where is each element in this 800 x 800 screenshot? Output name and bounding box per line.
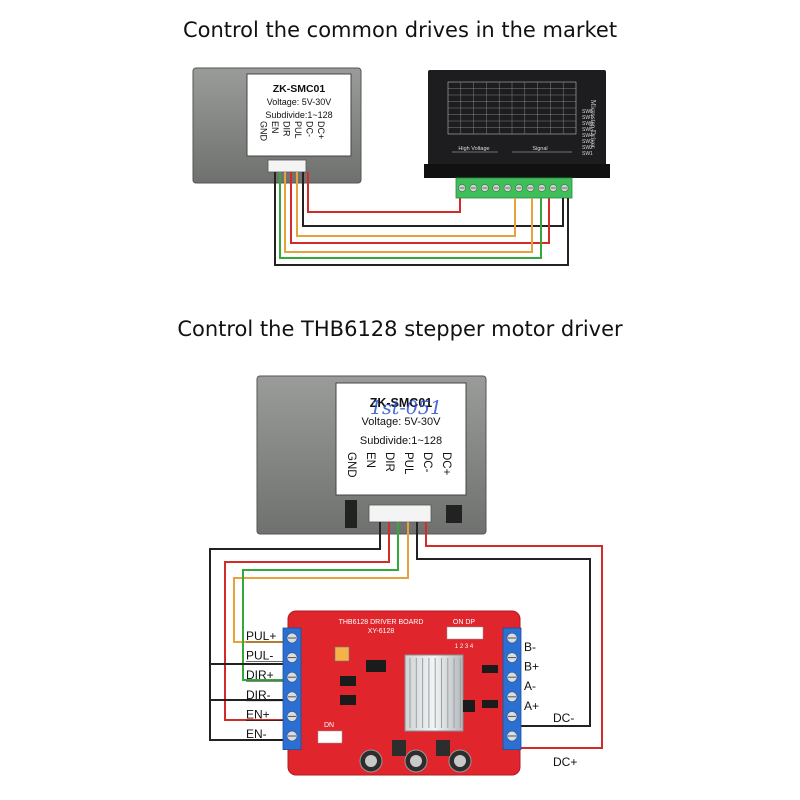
driver-dip-sw1: SW1 bbox=[582, 151, 593, 157]
thb-label-dc-minus: DC- bbox=[553, 711, 574, 725]
thb-label-dc-plus: DC+ bbox=[553, 755, 577, 769]
thb-dip-bottom-label: DN bbox=[324, 722, 334, 729]
top-pin-label-en: EN bbox=[270, 121, 280, 134]
thb-dip-switch-top[interactable] bbox=[446, 626, 484, 640]
bottom-wires bbox=[209, 522, 603, 749]
bottom-controller-label-panel bbox=[335, 382, 467, 496]
driver-dip-sw8: SW8 bbox=[582, 109, 593, 115]
top-pin-label-gnd: GND bbox=[259, 121, 269, 142]
driver-dip-sw7: SW7 bbox=[582, 115, 593, 121]
driver-side-text: Microstep Driver bbox=[589, 100, 597, 149]
wire-top-dcminus bbox=[302, 172, 564, 227]
driver-dip-sw4: SW4 bbox=[582, 133, 593, 139]
thb-dip-top-label: ON DP bbox=[453, 619, 476, 626]
wire-top-return bbox=[274, 172, 569, 266]
thb-board-model: XY-6128 bbox=[368, 628, 395, 635]
wire-top-en bbox=[284, 172, 533, 253]
driver-dip-sw2: SW2 bbox=[582, 145, 593, 151]
driver-dip-sw6: SW6 bbox=[582, 121, 593, 127]
thb-label-dir-plus: DIR+ bbox=[246, 668, 274, 682]
top-controller-connector bbox=[267, 159, 307, 173]
thb-label-dir-minus: DIR- bbox=[246, 688, 271, 702]
top-controller-module: ZK-SMC01 Voltage: 5V-30V Subdivide:1~128… bbox=[192, 67, 362, 184]
driver-signal-label: Signal bbox=[532, 146, 547, 152]
wire-top-dir bbox=[290, 172, 550, 244]
heading-thb6128: Control the THB6128 stepper motor driver bbox=[177, 317, 623, 341]
bottom-pin-label-en: EN bbox=[364, 452, 376, 468]
thb-label-motor-aminus: A- bbox=[524, 679, 536, 693]
wire-top-dcplus bbox=[307, 172, 461, 213]
thb-dip-switch-bottom[interactable] bbox=[317, 730, 343, 744]
thb-board-title: THB6128 DRIVER BOARD bbox=[339, 619, 424, 626]
thb-label-en-plus: EN+ bbox=[246, 707, 270, 721]
bottom-pin-label-dcminus: DC- bbox=[421, 452, 433, 473]
top-controller-label-panel bbox=[246, 73, 352, 157]
wire-bottom-dcplus bbox=[425, 522, 603, 749]
thb-dip-top-numbers: 1 2 3 4 bbox=[455, 644, 474, 650]
thb-label-motor-bplus: B+ bbox=[524, 660, 539, 674]
bottom-controller-voltage: Voltage: 5V-30V bbox=[362, 416, 442, 428]
driver-dip-sw5: SW5 bbox=[582, 127, 593, 133]
heading-common-drives: Control the common drives in the market bbox=[182, 18, 618, 42]
bottom-pin-label-dcplus: DC+ bbox=[440, 452, 452, 476]
top-wires bbox=[274, 172, 569, 266]
thb-label-motor-aplus: A+ bbox=[524, 699, 539, 713]
wire-bottom-dcminus bbox=[416, 522, 591, 727]
wire-bottom-en bbox=[224, 522, 390, 721]
top-controller-model: ZK-SMC01 bbox=[273, 83, 326, 95]
thb6128-driver-board: THB6128 DRIVER BOARD XY-6128 ON DP 1 2 3… bbox=[246, 610, 577, 776]
bottom-pin-label-gnd: GND bbox=[345, 452, 357, 478]
driver-high-voltage-label: High Voltage bbox=[458, 146, 489, 152]
microstep-driver: Microstep Driver SW8SW7SW6SW5SW4SW3SW2SW… bbox=[424, 70, 610, 199]
thb-label-pul-minus: PUL- bbox=[246, 649, 273, 663]
bottom-controller-subdivide: Subdivide:1~128 bbox=[360, 435, 442, 447]
bottom-pin-label-dir: DIR bbox=[383, 452, 395, 472]
thb-label-motor-bminus: B- bbox=[524, 640, 536, 654]
top-controller-voltage: Voltage: 5V-30V bbox=[267, 97, 332, 107]
bottom-controller-connector bbox=[368, 504, 432, 523]
top-controller-subdivide: Subdivide:1~128 bbox=[265, 110, 332, 120]
thb-label-pul-plus: PUL+ bbox=[246, 629, 276, 643]
top-pin-label-pul: PUL bbox=[293, 121, 303, 139]
wire-top-gnd bbox=[279, 172, 542, 259]
top-pin-label-dir: DIR bbox=[282, 121, 292, 137]
top-pin-label-dcminus: DC- bbox=[305, 121, 315, 137]
bottom-pin-label-pul: PUL bbox=[402, 452, 414, 475]
wire-bottom-dir bbox=[242, 522, 399, 681]
watermark: 1st-051 bbox=[370, 397, 442, 419]
top-pin-label-dcplus: DC+ bbox=[316, 121, 326, 139]
driver-dip-sw3: SW3 bbox=[582, 139, 593, 145]
wire-top-pul bbox=[296, 172, 516, 237]
bottom-controller-model: ZK-SMC01 bbox=[370, 396, 433, 410]
bottom-controller-module: ZK-SMC01 Voltage: 5V-30V Subdivide:1~128… bbox=[256, 375, 487, 535]
thb-label-en-minus: EN- bbox=[246, 727, 267, 741]
thb-heatsink bbox=[404, 654, 464, 732]
thb-status-led bbox=[334, 646, 350, 662]
